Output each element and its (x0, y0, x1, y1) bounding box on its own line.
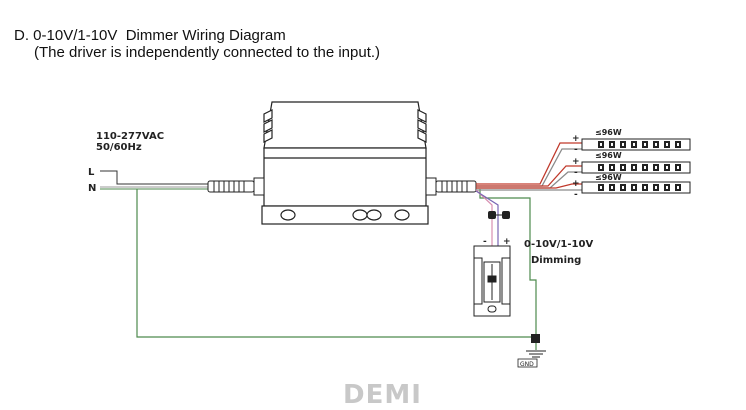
strip-minus-label: - (574, 168, 578, 178)
input-voltage-label: 110-277VAC (96, 131, 164, 142)
output-cable-gland (425, 177, 477, 196)
diagram-subtitle: (The driver is independently connected t… (34, 44, 381, 61)
input-frequency-label: 50/60Hz (96, 142, 142, 153)
strip-minus-label: - (574, 190, 578, 200)
dimmer-plus-label: + (503, 237, 511, 247)
strip-power-label: ≤96W (595, 128, 622, 137)
line-label: L (88, 167, 95, 178)
output-wires (476, 142, 582, 191)
neutral-label: N (88, 183, 96, 194)
knockout-hole (280, 209, 296, 221)
strip-plus-label: + (572, 134, 580, 144)
input-wires (100, 170, 208, 190)
knockout-hole (352, 209, 368, 221)
ground-label: GND (520, 361, 534, 368)
strip-power-label: ≤96W (595, 151, 622, 160)
led-strip-1: ≤96W + - (572, 128, 691, 155)
dimmer-label-line2: Dimming (531, 255, 581, 266)
strip-plus-label: + (572, 179, 580, 189)
knockout-hole (394, 209, 410, 221)
dimmer-label-line1: 0-10V/1-10V (524, 239, 593, 250)
led-strip-2: ≤96W + - (572, 151, 691, 178)
led-driver (261, 101, 429, 225)
strip-minus-label: - (574, 145, 578, 155)
led-strip-3: ≤96W + - (572, 173, 691, 200)
strip-power-label: ≤96W (595, 173, 622, 182)
brand-watermark: DEMI (343, 380, 422, 410)
line-wire (100, 170, 208, 185)
strip-plus-label: + (572, 157, 580, 167)
wire-connectors (488, 211, 510, 219)
dimming-wires (475, 189, 499, 246)
knockout-hole (366, 209, 382, 221)
dimmer-minus-label: - (483, 237, 487, 247)
input-cable-gland (207, 177, 265, 196)
ground-terminal: GND (517, 334, 546, 368)
dimmer-switch: - + (473, 237, 511, 317)
diagram-title: D. 0-10V/1-10V Dimmer Wiring Diagram (14, 27, 286, 44)
